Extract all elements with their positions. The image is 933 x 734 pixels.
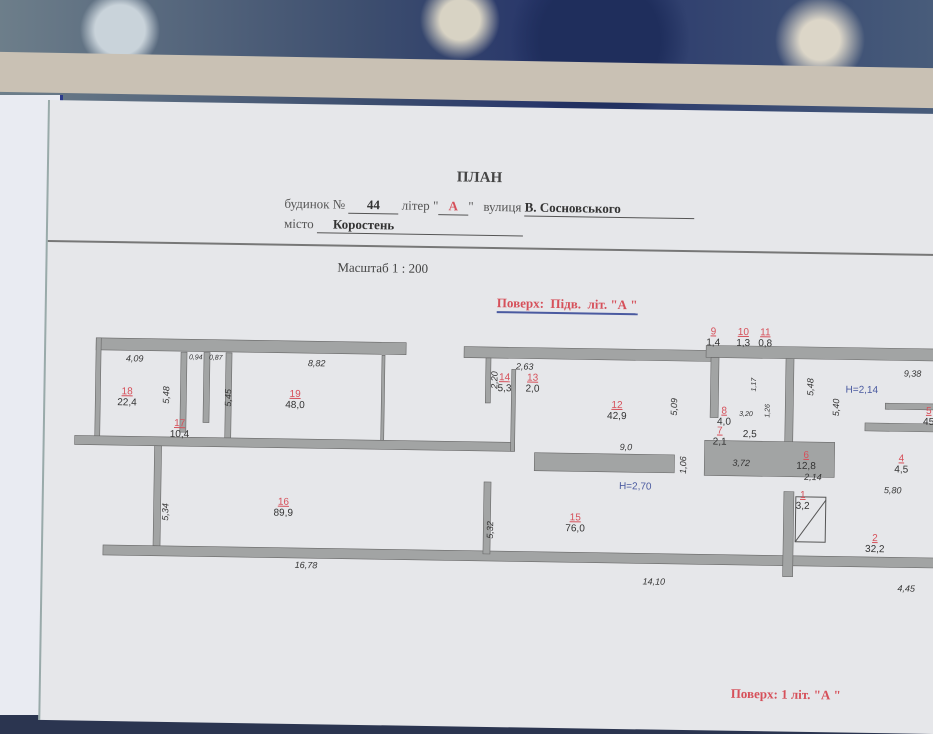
- dimension: 5,09: [668, 398, 680, 416]
- floor-plan-walls: [74, 337, 933, 578]
- dimension: 5,32: [484, 521, 496, 539]
- wall: [864, 422, 933, 433]
- wall: [510, 369, 517, 452]
- dimension: 5,40: [830, 398, 842, 417]
- dimension: 1,17: [750, 377, 759, 392]
- dimension: 5,80: [883, 485, 902, 496]
- ceiling-height: H=2,14: [845, 384, 879, 397]
- dimension: 9,38: [903, 368, 922, 379]
- dimension: 8,82: [307, 358, 326, 369]
- wall: [152, 445, 162, 547]
- dimension: 2,63: [515, 361, 534, 372]
- staircase: [794, 496, 827, 543]
- floor-plan-document: ПЛАН будинок № 44 літер "А" вулиця В. Со…: [38, 100, 933, 734]
- dimension: 9,0: [619, 442, 633, 453]
- wall: [705, 345, 933, 362]
- wall: [463, 346, 715, 362]
- dimension: 1,26: [764, 403, 772, 418]
- floor-title-bottom: Поверх: 1 літ. "А ": [730, 685, 841, 703]
- dimension: 2,14: [804, 471, 822, 483]
- wall: [202, 352, 211, 423]
- dimension: 4,45: [897, 583, 916, 594]
- dimension: 5,34: [160, 503, 171, 521]
- stairs: [794, 496, 827, 543]
- dimension: 16,78: [294, 559, 318, 571]
- wall: [482, 481, 492, 555]
- wall: [74, 435, 515, 452]
- wall: [380, 354, 386, 441]
- dimension: 0,94: [188, 354, 203, 362]
- dimension: 5,48: [805, 378, 816, 396]
- dimension: 2,20: [489, 371, 500, 389]
- wall: [179, 351, 188, 433]
- room-small: 2,5: [742, 428, 757, 441]
- dimension: 4,09: [125, 353, 144, 364]
- dimension: 1,06: [677, 456, 689, 474]
- wall: [703, 440, 836, 478]
- wall: [484, 357, 492, 404]
- wall: [709, 357, 720, 418]
- wall: [102, 544, 933, 570]
- dimension: 5,45: [222, 389, 234, 407]
- dimension: 0,87: [208, 354, 223, 362]
- dimension: 3,72: [732, 457, 750, 469]
- dimension: 5,48: [161, 386, 172, 404]
- dimension: 14,10: [642, 576, 666, 587]
- wall: [94, 337, 102, 439]
- wall: [884, 402, 933, 411]
- wall: [782, 491, 795, 578]
- dimension: 3,20: [739, 410, 753, 419]
- ceiling-height: H=2,70: [618, 481, 652, 493]
- wall: [95, 337, 407, 355]
- wall: [533, 452, 675, 474]
